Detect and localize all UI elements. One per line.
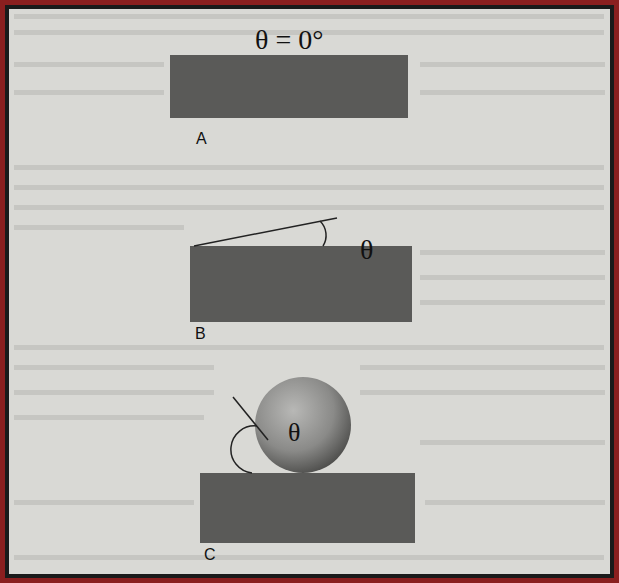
panel-letter: C xyxy=(204,547,216,563)
solid-block xyxy=(190,246,412,322)
page-ground xyxy=(9,9,610,574)
liquid-drop xyxy=(255,377,351,473)
angle-label: θ = 0° xyxy=(255,26,323,54)
solid-block xyxy=(200,473,415,543)
angle-label: θ xyxy=(360,236,373,264)
angle-arc xyxy=(320,221,326,246)
panel-letter: B xyxy=(195,326,206,342)
angle-arc xyxy=(231,426,257,473)
faint-page-text xyxy=(14,14,605,560)
panel-letter: A xyxy=(196,131,207,147)
solid-block xyxy=(170,55,408,118)
black-frame xyxy=(5,5,614,578)
tangent-line xyxy=(233,397,268,440)
angle-label: θ xyxy=(288,420,300,446)
tangent-line xyxy=(194,218,337,246)
